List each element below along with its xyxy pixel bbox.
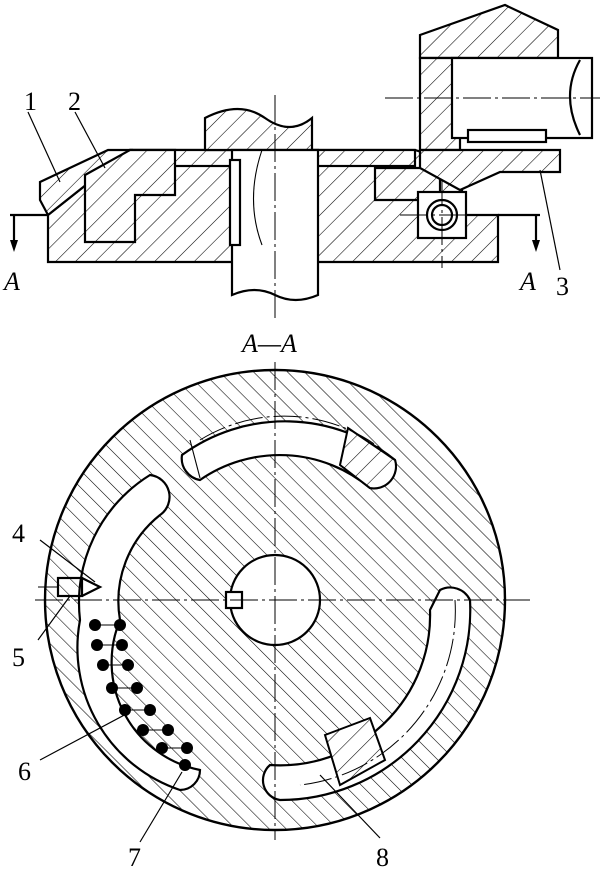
label-section-left: A [2, 267, 20, 296]
label-part-3: 3 [556, 272, 569, 301]
label-part-6: 6 [18, 757, 31, 786]
key [228, 158, 242, 247]
label-section-title: A—A [240, 329, 297, 358]
left-slide-block [83, 148, 177, 244]
slider-right [323, 716, 387, 787]
shaft-upper [203, 108, 314, 152]
upper-right-housing [418, 3, 560, 60]
sectional-view [10, 3, 600, 320]
label-part-8: 8 [376, 843, 389, 872]
spring-coil [89, 619, 193, 771]
slot-left [76, 473, 202, 792]
plan-view [35, 362, 530, 843]
clamp-lower [418, 148, 562, 192]
label-section-right: A [518, 267, 536, 296]
label-part-5: 5 [12, 643, 25, 672]
label-part-7: 7 [128, 843, 141, 872]
clamp-key [466, 128, 548, 144]
label-part-4: 4 [12, 519, 25, 548]
slider-upper [338, 426, 397, 490]
label-part-1: 1 [24, 87, 37, 116]
label-part-2: 2 [68, 87, 81, 116]
